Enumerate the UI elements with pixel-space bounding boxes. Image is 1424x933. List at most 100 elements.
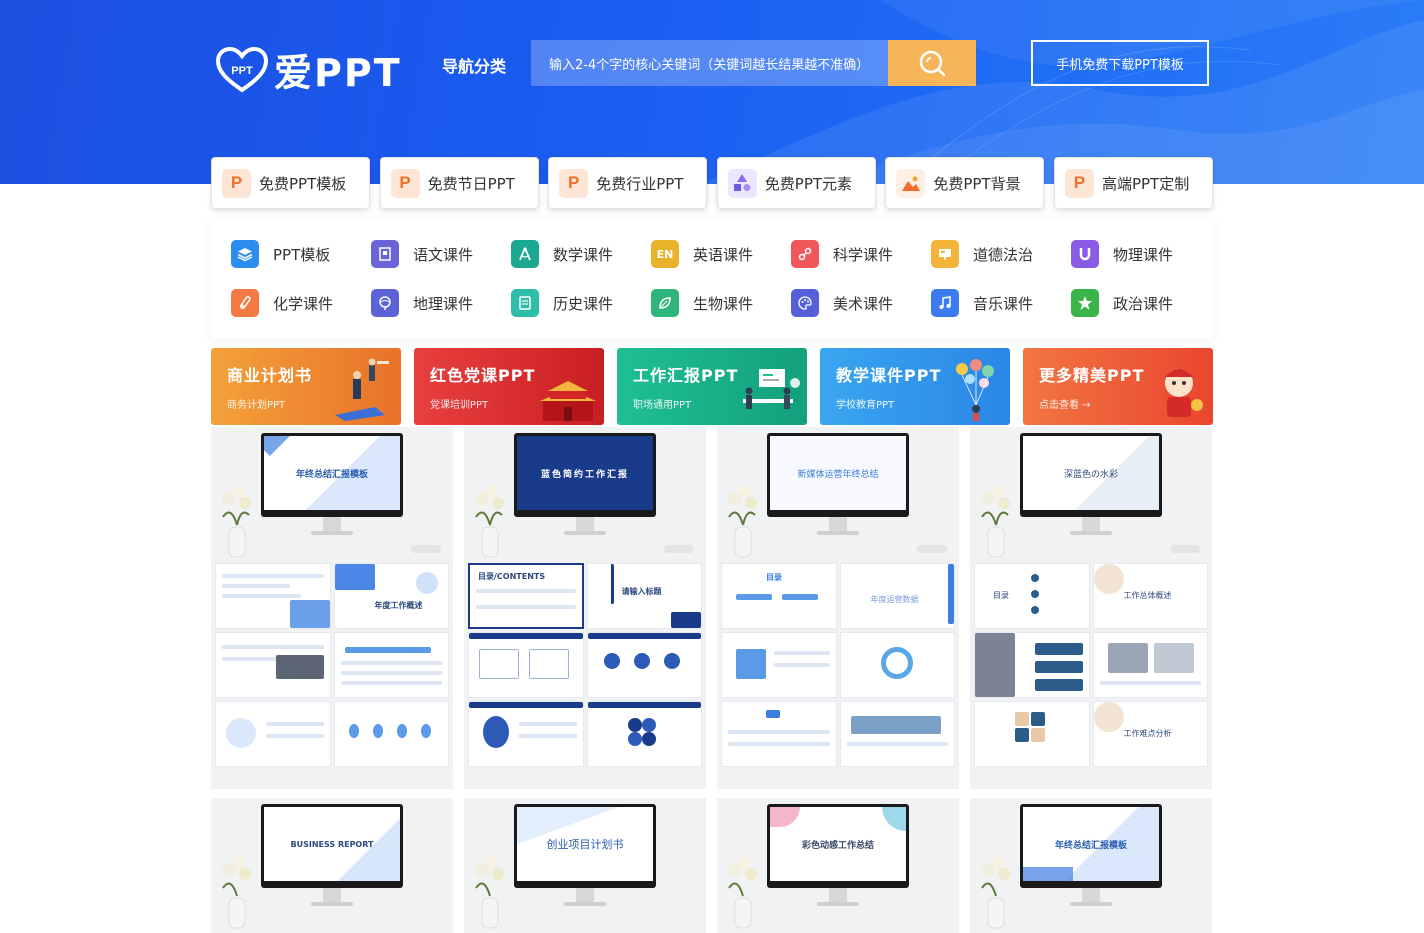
book-icon [371,240,399,268]
banner-party-lesson[interactable]: 红色党课PPT 党课培训PPT [414,348,604,425]
template-title: 蓝色简约工作汇报 [540,469,629,480]
subject-science[interactable]: 科学课件 [791,240,893,268]
balloons-illustration [956,359,994,421]
banner-work-report[interactable]: 工作汇报PPT 职场通用PPT [617,348,807,425]
site-logo[interactable]: PPT 爱PPT [216,42,402,97]
subject-geography[interactable]: 地理课件 [371,289,473,317]
banner-business-plan[interactable]: 商业计划书 商务计划PPT [211,348,401,425]
monitor-base [564,902,606,906]
monitor-stand [576,888,594,904]
plant-decoration [475,485,504,558]
banner-more-ppt[interactable]: 更多精美PPT 点击查看 → [1023,348,1213,425]
subject-label: 数学课件 [553,245,614,264]
search-button[interactable] [888,40,976,86]
subject-art[interactable]: 美术课件 [791,289,893,317]
slide-thumb [468,632,584,698]
template-card[interactable]: 创业项目计划书 [464,798,706,933]
magnet-icon [1071,240,1099,268]
slide-label: 目录 [766,573,782,582]
monitor-preview: 年终总结汇报模板 [261,433,403,517]
image-icon [896,168,926,198]
palette-icon [791,289,819,317]
template-card[interactable]: 蓝色简约工作汇报 目录/CONTENTS 请输入标题 [464,427,706,789]
slide-thumb: 年度工作概述 [333,563,449,629]
banner-title: 红色党课PPT [430,366,536,385]
monitor-preview: BUSINESS REPORT [261,804,403,888]
tab-custom-ppt[interactable]: P 高端PPT定制 [1053,157,1213,209]
tab-label: 高端PPT定制 [1101,174,1190,193]
tab-holiday-ppt[interactable]: P 免费节日PPT [379,157,539,209]
monitor-base [817,902,859,906]
ppt-icon: P [1064,168,1094,198]
compass-icon [511,240,539,268]
subject-label: 化学课件 [273,294,334,313]
tab-ppt-backgrounds[interactable]: 免费PPT背景 [885,157,1045,209]
subject-chinese[interactable]: 语文课件 [371,240,473,268]
subject-english[interactable]: EN 英语课件 [651,240,753,268]
subject-chemistry[interactable]: 化学课件 [231,289,333,317]
slide-thumb: 年度运营数据 [839,563,955,629]
template-card[interactable]: 新媒体运营年终总结 目录 年度运营数据 [717,427,959,789]
subject-math[interactable]: 数学课件 [511,240,613,268]
subject-label: 生物课件 [693,294,754,313]
template-card[interactable]: 深蓝色の水彩 目录 工作总体概述 工作难点分析 [970,427,1212,789]
search-input[interactable]: 输入2-4个字的核心关键词（关键词越长结果越不准确） [531,40,888,86]
subject-label: 物理课件 [1113,245,1174,264]
template-card[interactable]: 年终总结汇报模板 年度工作概述 [211,427,453,789]
subject-music[interactable]: 音乐课件 [931,289,1033,317]
subject-politics[interactable]: 政治课件 [1071,289,1173,317]
tab-ppt-elements[interactable]: 免费PPT元素 [716,157,876,209]
subject-ppt-templates[interactable]: PPT模板 [231,240,330,268]
slide-thumb [333,701,449,767]
monitor-base [817,531,859,535]
promo-banners: 商业计划书 商务计划PPT 红色党课PPT 党课培训PPT 工作汇报PPT 职场… [211,348,1213,425]
slide-thumb [721,632,837,698]
tab-industry-ppt[interactable]: P 免费行业PPT [548,157,708,209]
template-grid: 年终总结汇报模板 年度工作概述 蓝色简约工作汇报 [211,427,1213,933]
tab-label: 免费节日PPT [427,174,515,193]
slide-label: 年度运营数据 [870,595,919,604]
slide-label: 工作总体概述 [1123,591,1172,600]
slide-label: 工作难点分析 [1123,729,1172,738]
slide-thumb [468,701,584,767]
banner-teaching-courseware[interactable]: 教学课件PPT 学校教育PPT [820,348,1010,425]
subject-physics[interactable]: 物理课件 [1071,240,1173,268]
template-title: 新媒体运营年终总结 [797,469,879,480]
tab-label: 免费PPT模板 [259,174,347,193]
leaf-icon [651,289,679,317]
slide-previews: 目录 工作总体概述 工作难点分析 [974,563,1208,787]
slide-previews: 年度工作概述 [215,563,449,787]
plant-decoration [981,856,1010,929]
banner-subtitle: 点击查看 → [1039,400,1091,411]
banner-title: 教学课件PPT [836,366,942,385]
slide-thumb: 请输入标题 [586,563,702,629]
meeting-illustration [743,369,800,409]
slide-previews: 目录/CONTENTS 请输入标题 [468,563,702,787]
monitor-preview: 创业项目计划书 [514,804,656,888]
slide-thumb [839,632,955,698]
subject-history[interactable]: 历史课件 [511,289,613,317]
template-title: BUSINESS REPORT [290,839,374,849]
search-icon [919,50,946,77]
subject-label: 科学课件 [833,245,894,264]
slide-label: 年度工作概述 [374,601,423,610]
plant-decoration [728,485,757,558]
template-card[interactable]: 彩色动感工作总结 [717,798,959,933]
mobile-download-button[interactable]: 手机免费下载PPT模板 [1031,40,1209,86]
template-title: 深蓝色の水彩 [1063,469,1118,480]
monitor-preview: 深蓝色の水彩 [1020,433,1162,517]
monitor-preview: 蓝色简约工作汇报 [514,433,656,517]
tube-icon [231,289,259,317]
slide-label: 目录/CONTENTS [478,572,546,581]
template-card[interactable]: BUSINESS REPORT [211,798,453,933]
template-card[interactable]: 年终总结汇报模板 [970,798,1212,933]
subject-biology[interactable]: 生物课件 [651,289,753,317]
subject-morality-law[interactable]: 道德法治 [931,240,1033,268]
subject-label: PPT模板 [273,245,331,264]
template-title: 年终总结汇报模板 [295,469,368,480]
nav-category-link[interactable]: 导航分类 [442,57,507,76]
monitor-base [311,902,353,906]
tab-free-ppt-templates[interactable]: P 免费PPT模板 [211,157,370,209]
slide-thumb [974,701,1090,767]
banner-subtitle: 学校教育PPT [836,400,895,411]
